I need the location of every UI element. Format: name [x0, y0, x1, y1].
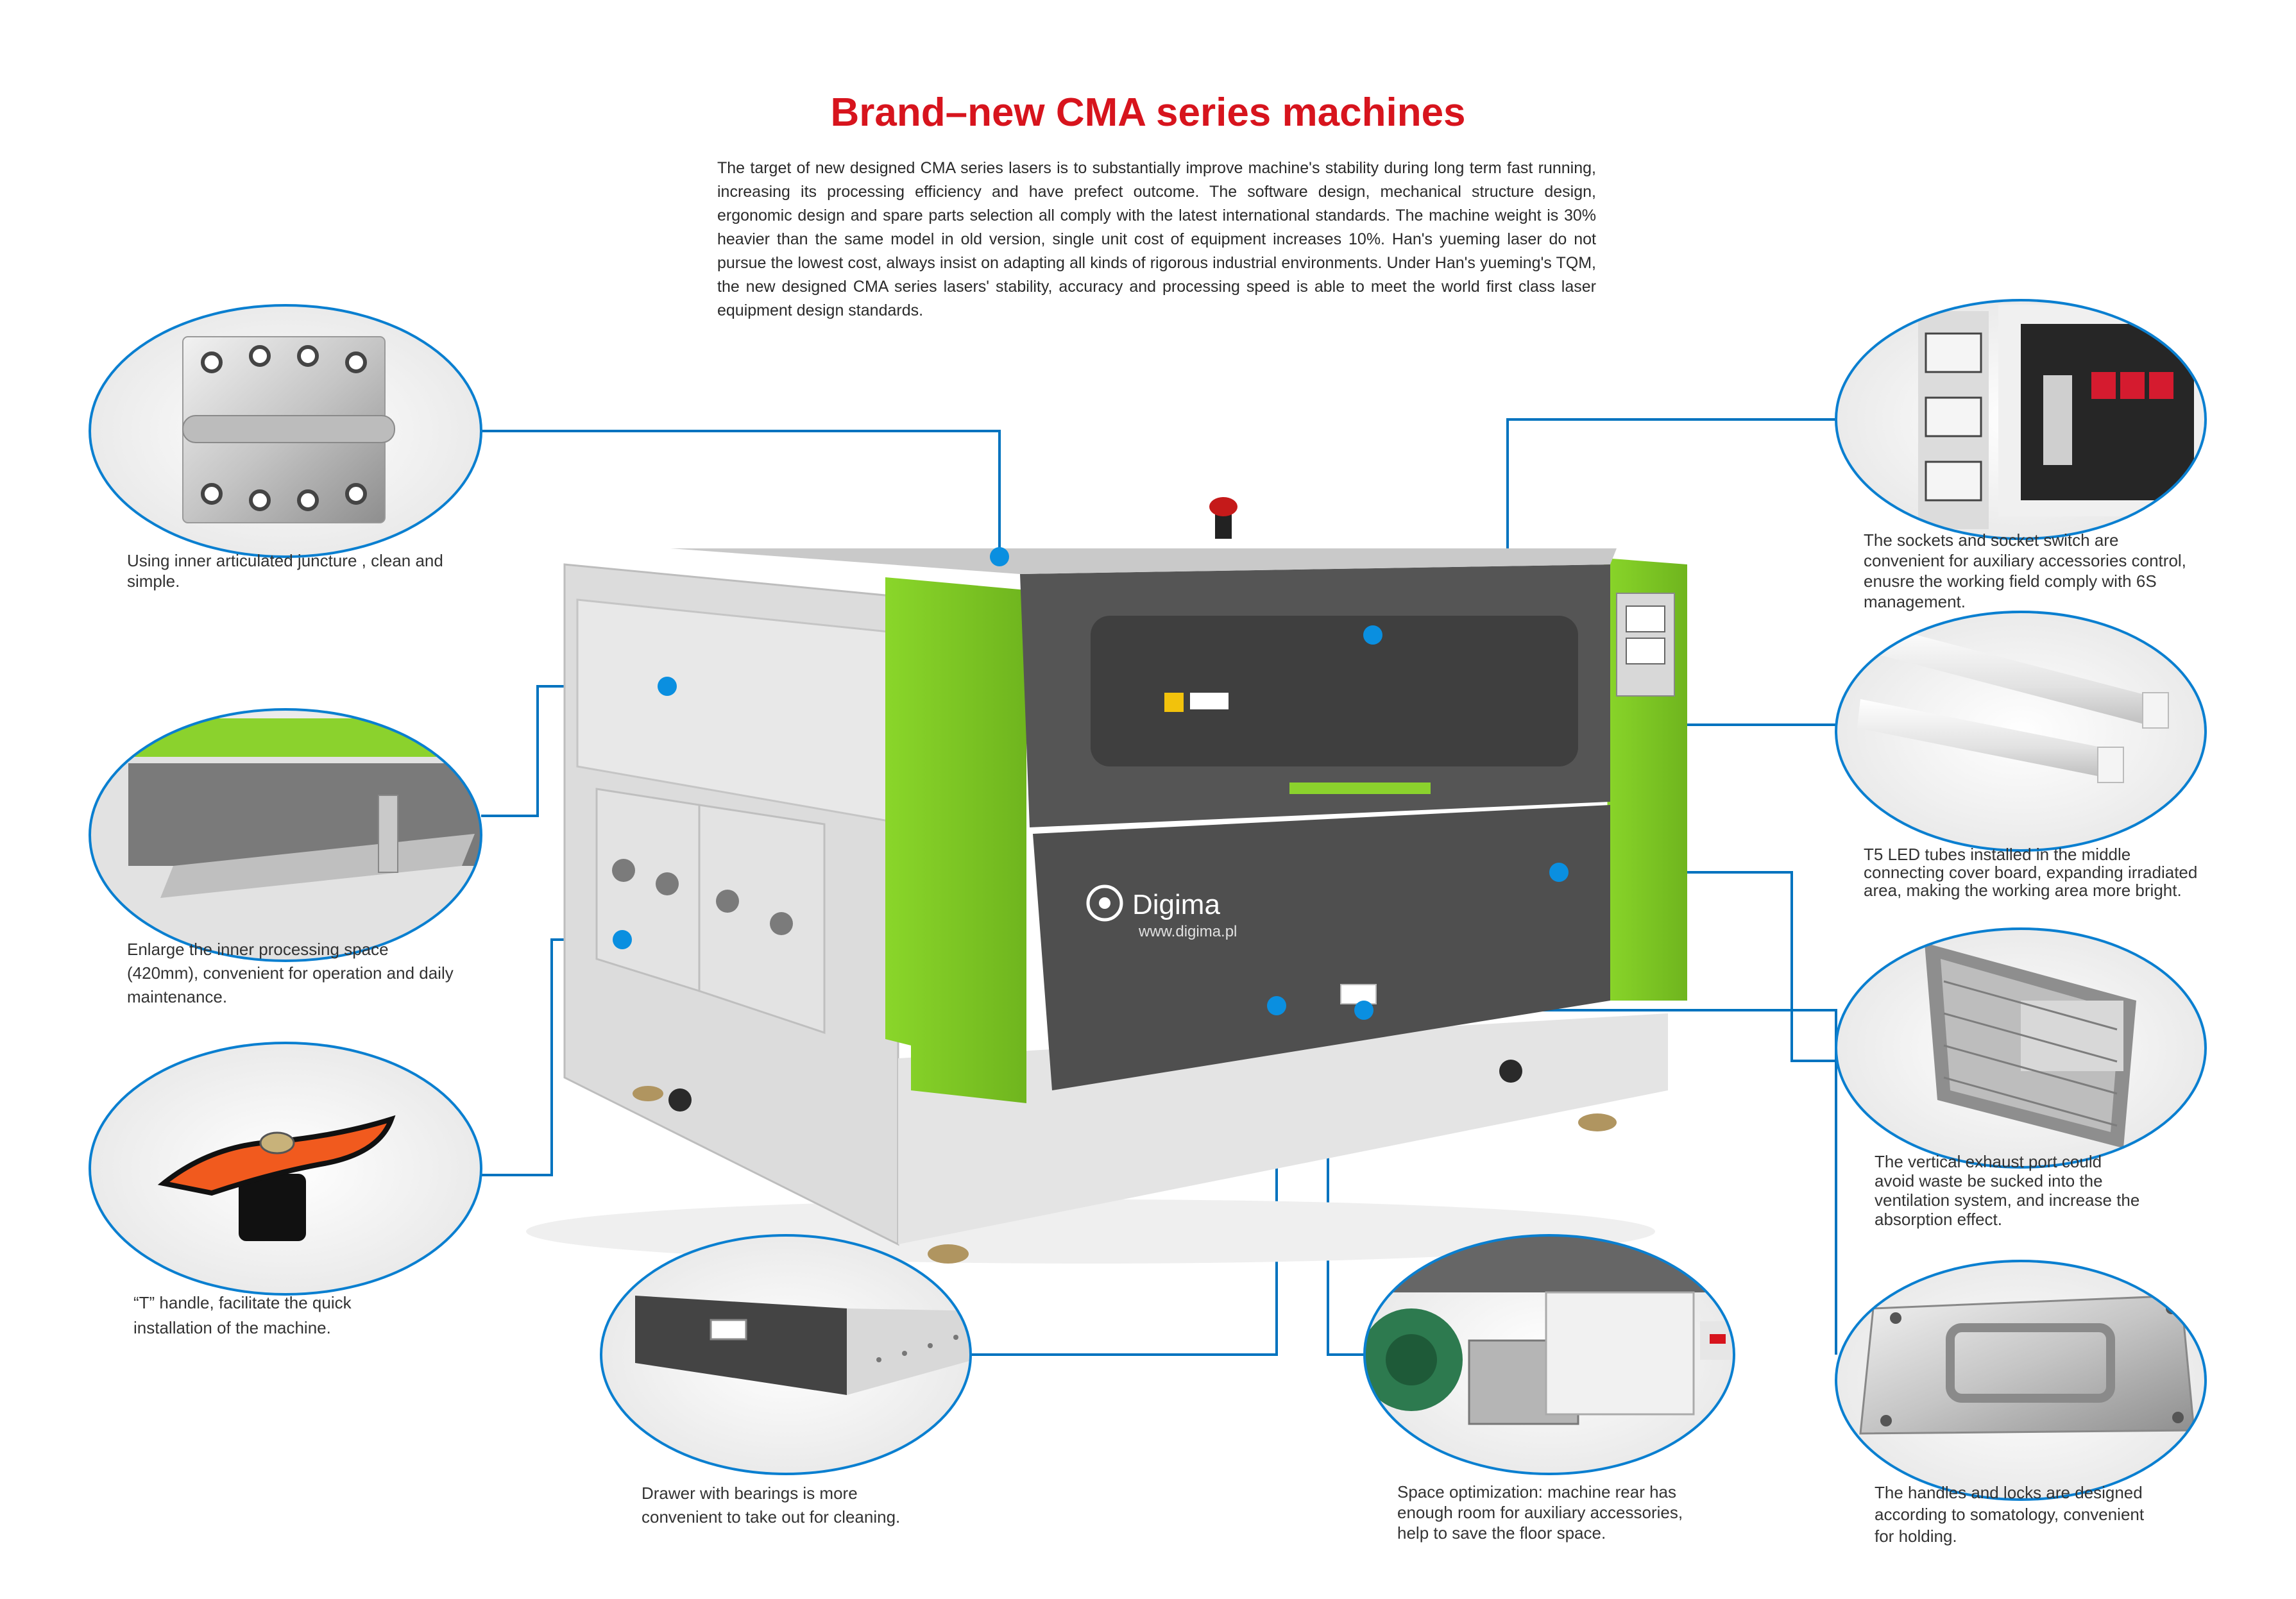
led-tube-detail-oval — [1835, 611, 2207, 852]
exhaust-detail-oval — [1835, 927, 2207, 1169]
callout-dots — [613, 547, 1569, 1020]
caption-sockets: The sockets and socket switch are conven… — [1864, 530, 2186, 611]
hinge-detail-oval — [89, 304, 482, 558]
brand-logo-text: Digima — [1132, 889, 1220, 920]
caption-inner-space: Enlarge the inner processing space (420m… — [127, 940, 454, 1006]
dot-drawer — [1267, 996, 1286, 1015]
dot-exhaust — [1549, 863, 1569, 882]
laser-machine-image — [526, 497, 1687, 1264]
caption-exhaust: The vertical exhaust port could avoid wa… — [1875, 1152, 2140, 1229]
page-title: Brand–new CMA series machines — [830, 90, 1466, 135]
dot-handles — [1354, 1001, 1373, 1020]
caption-t-handle: “T” handle, facilitate the quick install… — [133, 1293, 352, 1337]
dot-hinge — [990, 547, 1009, 566]
caption-hinge: Using inner articulated juncture , clean… — [127, 551, 443, 591]
rear-space-detail-oval — [1363, 1234, 1735, 1475]
caption-rear-space: Space optimization: machine rear has eno… — [1397, 1482, 1683, 1543]
dot-inner-space — [658, 677, 677, 696]
caption-led: T5 LED tubes installed in the middle con… — [1864, 845, 2198, 900]
brand-url-text: www.digima.pl — [1138, 923, 1237, 940]
handle-lock-detail-oval — [1835, 1260, 2207, 1501]
drawer-detail-oval — [600, 1234, 972, 1475]
intro-paragraph: The target of new designed CMA series la… — [717, 159, 1596, 319]
dot-led — [1363, 625, 1382, 645]
caption-drawer: Drawer with bearings is more convenient … — [642, 1484, 901, 1527]
t-handle-detail-oval — [89, 1042, 482, 1296]
dot-t-handle — [613, 930, 632, 949]
inner-space-detail-oval — [89, 708, 482, 962]
sockets-detail-oval — [1835, 299, 2207, 540]
callout-lines — [481, 418, 1837, 1356]
caption-handles-locks: The handles and locks are designed accor… — [1875, 1483, 2145, 1546]
